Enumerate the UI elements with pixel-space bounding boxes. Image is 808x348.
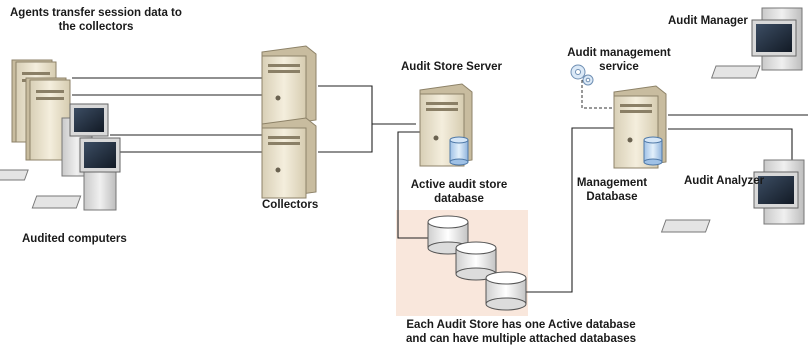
mgmt-db-line-1: Management [576,177,648,189]
caption: Each Audit Store has one Active database… [376,318,666,346]
service-line-1: Audit management [567,47,671,59]
caption-line-2: and can have multiple attached databases [405,333,637,345]
agents-transfer-line-1: Agents transfer session data to [10,7,182,19]
active-db-line-1: Active audit store [410,179,508,191]
active-database-icon [449,136,469,166]
audit-store-server-label: Audit Store Server [401,61,502,73]
service-link [581,80,614,109]
collector-server-2 [261,117,317,199]
audited-computers-label: Audited computers [22,233,127,245]
audit-management-service-label: Audit management service [564,46,674,74]
agents-transfer-line-2: the collectors [58,21,134,33]
audit-analyzer-computer [660,159,805,233]
collector-server-1 [261,45,317,127]
desktop-pc-2 [31,137,121,211]
active-db-line-2: database [434,193,484,205]
caption-line-1: Each Audit Store has one Active database [406,319,636,331]
desktop-pc-1 [0,103,109,181]
management-database-icon [643,136,663,166]
mgmt-db-line-2: Database [586,191,638,203]
agents-transfer-label: Agents transfer session data to the coll… [10,6,182,34]
management-server [613,85,667,169]
active-audit-store-database-label: Active audit store database [401,178,517,206]
attached-database-3 [485,271,527,311]
collectors-label: Collectors [262,199,319,211]
service-line-2: service [599,61,639,73]
gear-icon [570,64,594,86]
audited-computers-cluster [0,59,121,211]
audit-manager-computer [710,7,803,79]
audit-manager-label: Audit Manager [668,15,748,27]
audit-analyzer-label: Audit Analyzer [684,175,765,187]
management-database-label: Management Database [574,176,650,204]
